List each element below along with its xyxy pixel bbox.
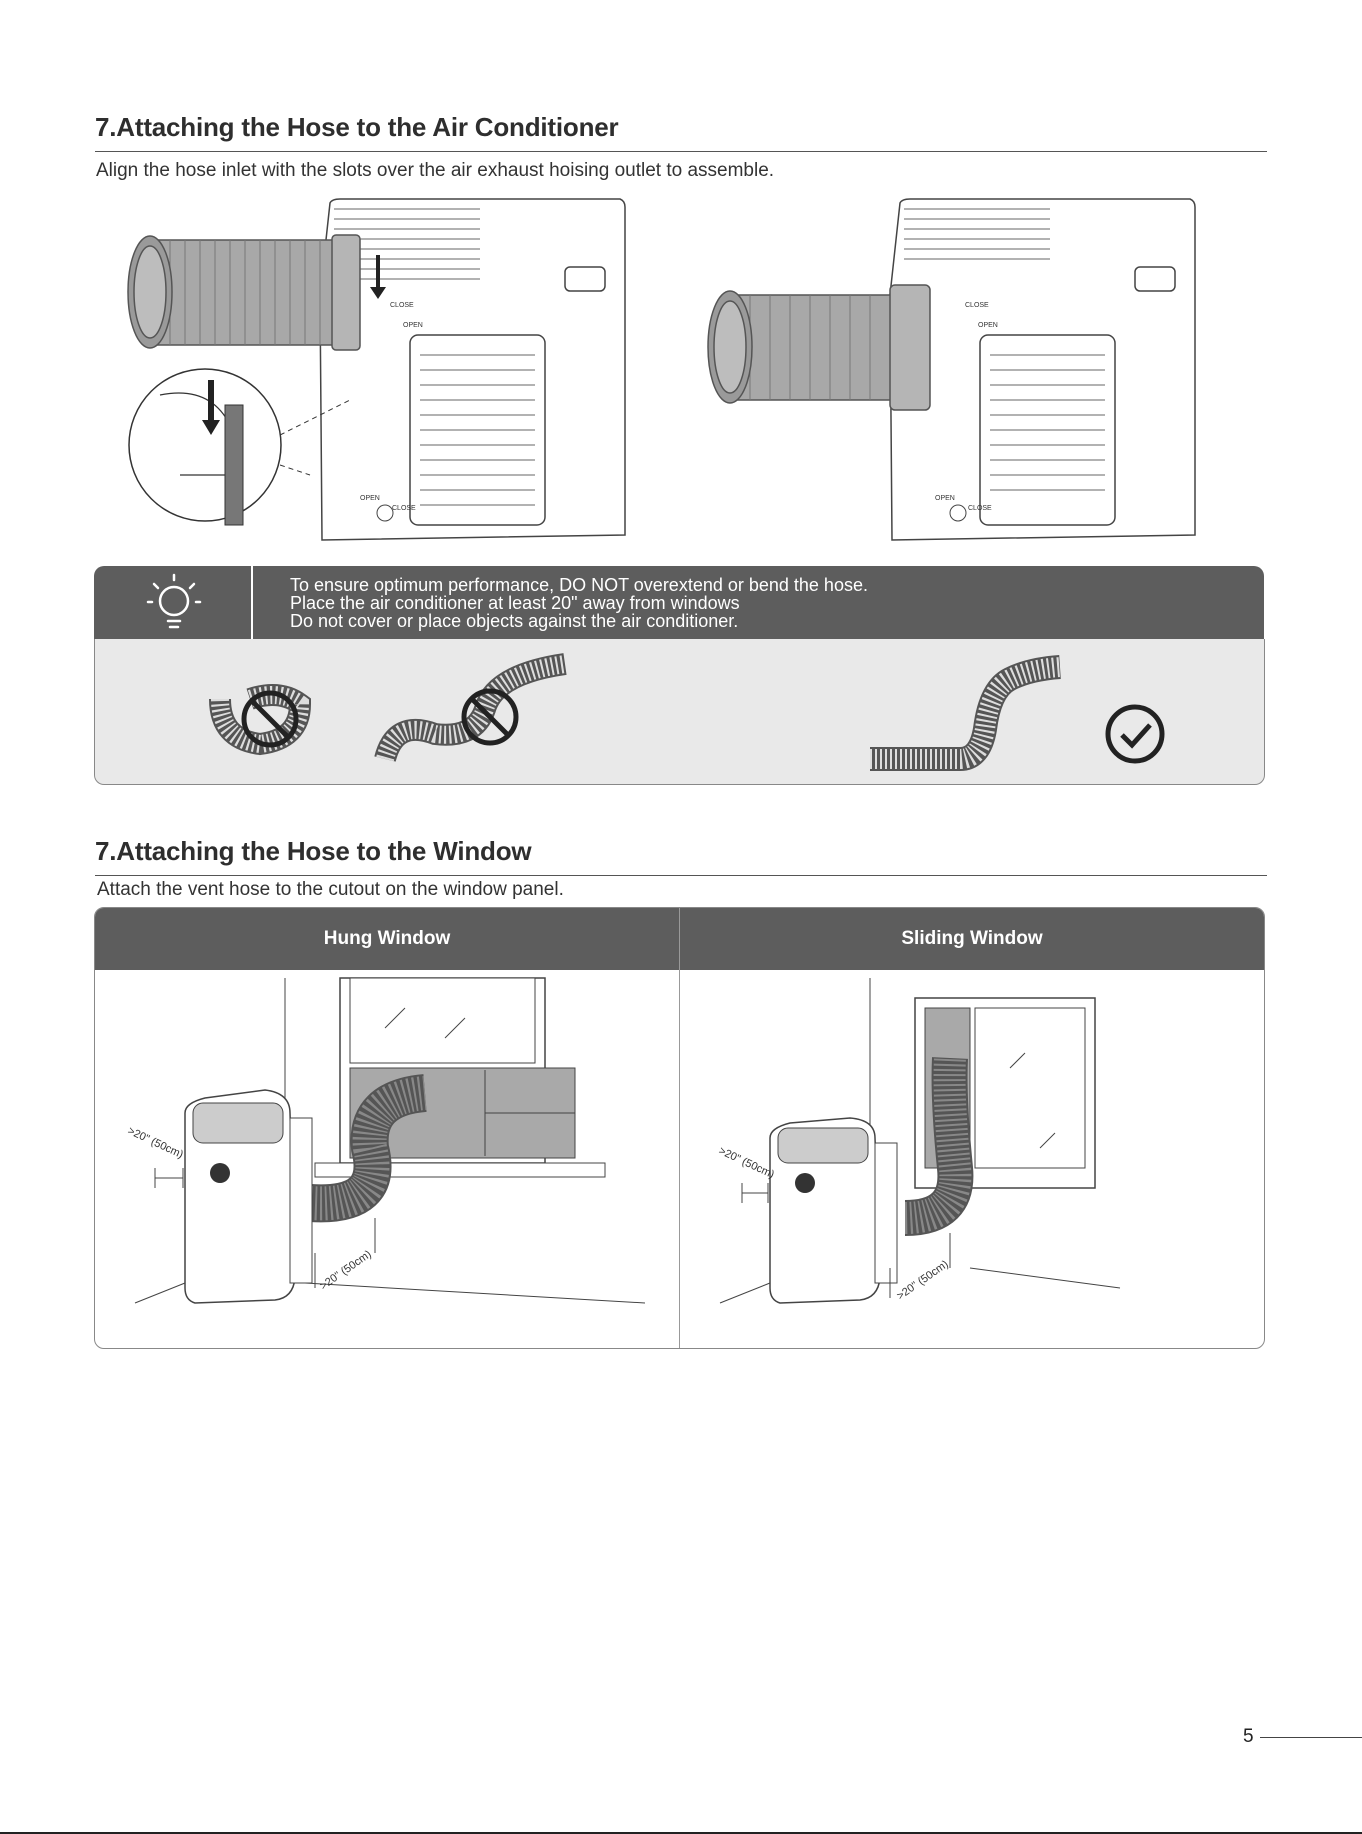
hung-window-illustration: >20" (50cm) >20" (50cm)	[126, 977, 646, 1304]
svg-text:CLOSE: CLOSE	[968, 505, 992, 512]
tip-line-1: To ensure optimum performance, DO NOT ov…	[290, 575, 868, 595]
svg-text:OPEN: OPEN	[360, 495, 380, 502]
window-install-table: Hung Window Sliding Window >20" (50cm) >…	[94, 907, 1265, 1349]
svg-text:CLOSE: CLOSE	[965, 302, 989, 309]
sliding-window-header: Sliding Window	[680, 908, 1264, 970]
section1-title: 7.Attaching the Hose to the Air Conditio…	[95, 112, 619, 142]
section1-description: Align the hose inlet with the slots over…	[96, 160, 775, 181]
section2-description: Attach the vent hose to the cutout on th…	[97, 879, 564, 900]
checkmark-icon	[1105, 704, 1165, 764]
open-label: OPEN	[403, 322, 423, 329]
svg-text:OPEN: OPEN	[935, 495, 955, 502]
close-label: CLOSE	[390, 302, 414, 309]
column-divider	[679, 908, 680, 1348]
hose	[127, 234, 361, 351]
hung-window-header: Hung Window	[95, 908, 679, 970]
section1-divider	[95, 151, 1267, 152]
svg-text:>20" (50cm): >20" (50cm)	[717, 1145, 776, 1181]
section2-title: 7.Attaching the Hose to the Window	[95, 836, 532, 866]
svg-text:>20" (50cm): >20" (50cm)	[895, 1258, 951, 1302]
tip-line-2: Place the air conditioner at least 20" a…	[290, 593, 740, 613]
hose-bend-panel	[94, 639, 1265, 785]
hose-correct	[870, 655, 1165, 771]
hose-attach-illustration: CLOSE OPEN OPEN CLOSE	[127, 198, 626, 541]
tip-line-3: Do not cover or place objects against th…	[290, 611, 739, 631]
page-number: 5	[1243, 1726, 1254, 1747]
section2-divider	[95, 875, 1267, 876]
down-arrow-icon	[370, 255, 386, 299]
hose-overextended-wrong	[374, 653, 567, 763]
svg-text:OPEN: OPEN	[978, 322, 998, 329]
hose-attached-illustration: CLOSE OPEN OPEN CLOSE	[707, 198, 1196, 541]
page-bottom-edge	[0, 1832, 1362, 1834]
tip-banner: To ensure optimum performance, DO NOT ov…	[94, 566, 1264, 639]
svg-text:CLOSE: CLOSE	[392, 505, 416, 512]
lightbulb-icon	[146, 573, 202, 629]
sliding-window-illustration: >20" (50cm) >20" (50cm)	[717, 978, 1121, 1304]
tip-divider	[251, 566, 253, 639]
hose-coiled-wrong	[209, 684, 312, 756]
clearance-label-side: >20" (50cm)	[126, 1125, 185, 1161]
page-number-rule	[1260, 1737, 1362, 1738]
detail-magnifier	[128, 368, 282, 522]
